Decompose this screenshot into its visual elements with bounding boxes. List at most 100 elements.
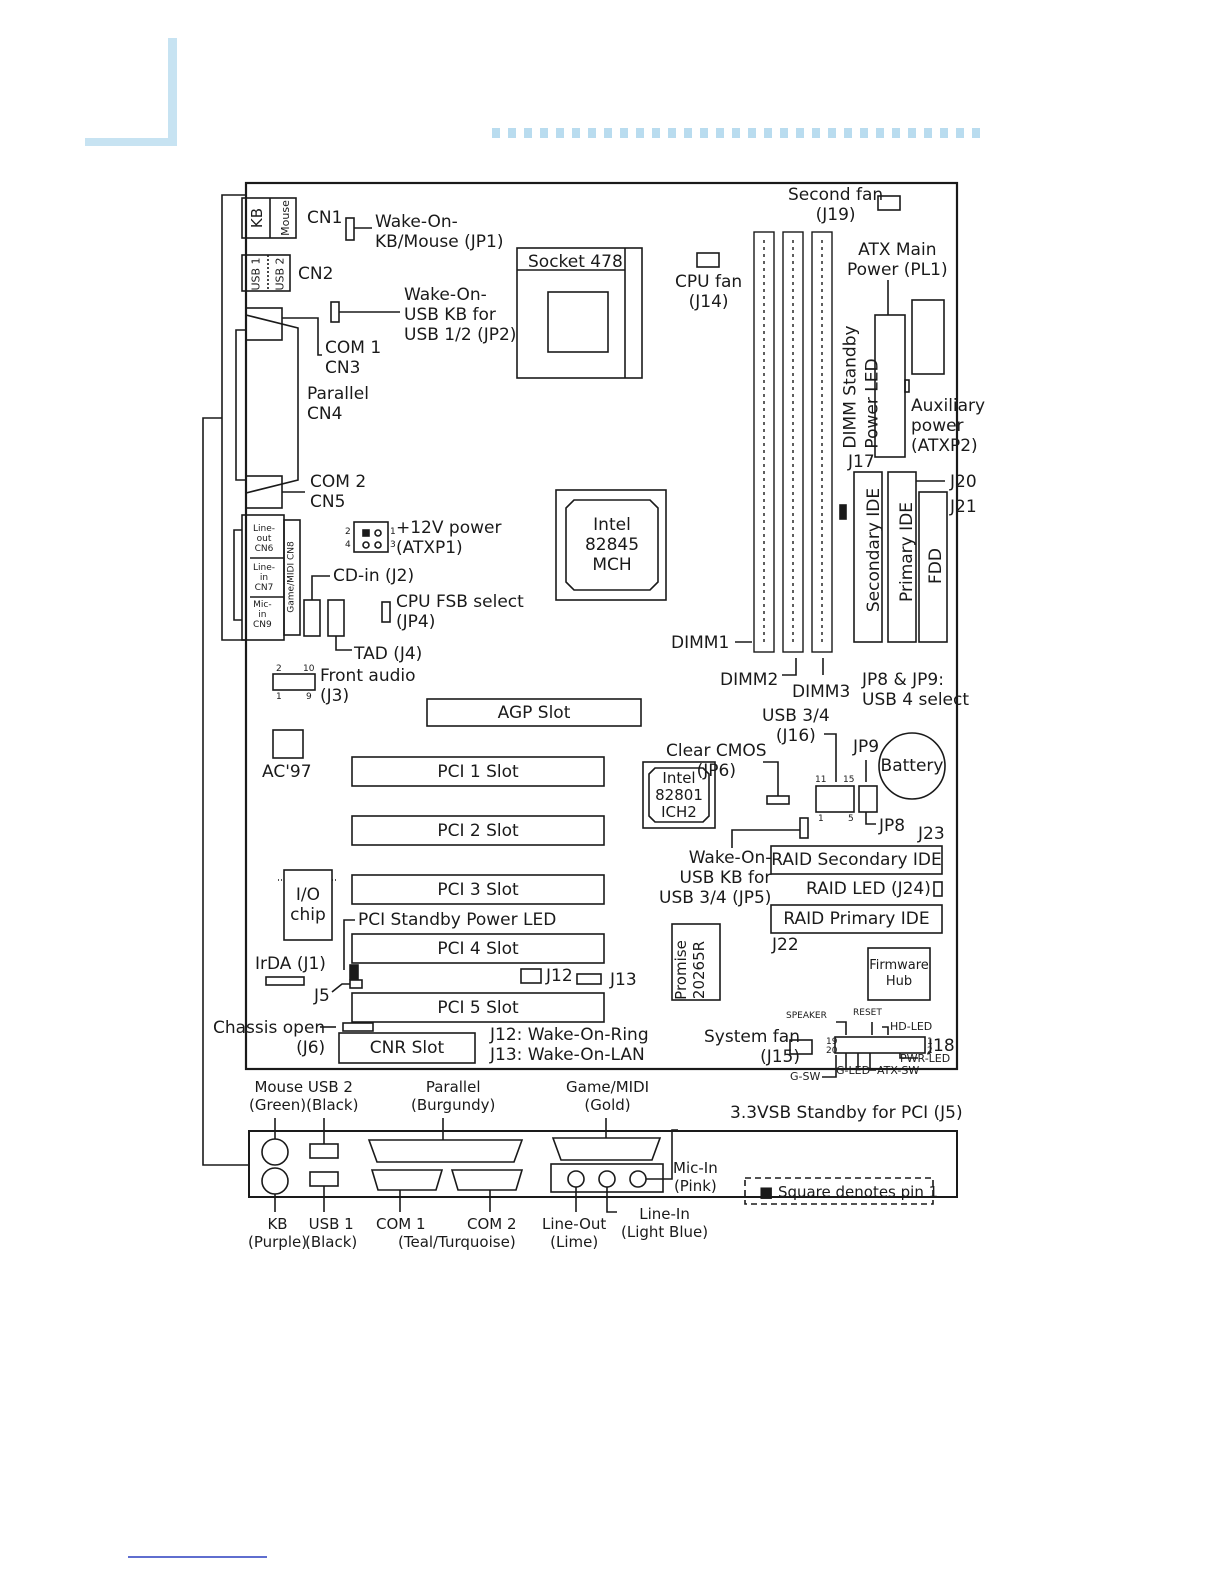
j3-pin10: 10 (303, 664, 315, 674)
pci5-label: PCI 5 Slot (437, 997, 519, 1018)
rear-parallel: Parallel (Burgundy) (411, 1078, 496, 1114)
left-bracket-link (202, 417, 248, 1166)
linein-label: Line- in CN7 (253, 563, 276, 593)
pwr-led-label: PWR-LED (900, 1052, 951, 1065)
usb34-header (815, 785, 855, 813)
pci-led-label: PCI Standby Power LED (358, 910, 557, 930)
j23-label: J23 (918, 824, 945, 844)
tad-connector (327, 599, 345, 637)
pci4-label: PCI 4 Slot (437, 938, 519, 959)
com1-connector (245, 307, 283, 341)
secondary-ide-label: Secondary IDE (864, 487, 885, 613)
rear-vsb-note: 3.3VSB Standby for PCI (J5) (730, 1103, 963, 1123)
jp8-label: JP8 (879, 816, 906, 836)
cn2-label: CN2 (298, 264, 334, 284)
rear-usb1: USB 1 (Black) (305, 1215, 358, 1251)
second-fan-connector (877, 195, 901, 211)
usb2-label: USB 2 (273, 257, 287, 291)
system-fan-label: System fan (J15) (704, 1027, 800, 1067)
agp-slot (426, 698, 642, 727)
usb34-pin15: 15 (843, 775, 855, 785)
legend-label: ■ Square denotes pin 1 (759, 1183, 939, 1201)
page-header-rule (85, 138, 177, 146)
socket-478 (516, 247, 643, 379)
primary-ide-slot (887, 471, 917, 643)
raid-led-label: RAID LED (J24) (806, 879, 931, 899)
agp-label: AGP Slot (497, 702, 571, 723)
mch-label: Intel 82845 MCH (584, 515, 640, 575)
chassis-open-header (342, 1022, 374, 1032)
j13-desc: J13: Wake-On-LAN (490, 1045, 645, 1065)
atxp1-pin3: 3 (390, 540, 396, 550)
atxp1-pin1: 1 (390, 527, 396, 537)
dimm1-label: DIMM1 (671, 633, 730, 653)
jp5-label: Wake-On- USB KB for USB 3/4 (JP5) (659, 848, 772, 908)
ich2-chip (642, 761, 716, 829)
j3-pin9: 9 (306, 692, 312, 702)
usb34-pin11: 11 (815, 775, 827, 785)
j13-connector (576, 973, 602, 985)
chassis-label: Chassis open (J6) (213, 1018, 326, 1058)
cd-in-label: CD-in (J2) (333, 566, 415, 586)
system-fan-connector (789, 1039, 813, 1055)
ich2-label: Intel 82801 ICH2 (655, 768, 703, 821)
usb34-pin1: 1 (818, 814, 824, 824)
cnr-slot (338, 1032, 476, 1064)
atxp1-pin4: 4 (345, 540, 351, 550)
j3-pin2: 2 (276, 664, 282, 674)
usb34-pin5: 5 (848, 814, 854, 824)
io-chip (283, 869, 333, 941)
promise-chip (671, 923, 721, 1001)
cpu-fan-connector (696, 252, 720, 268)
raid-secondary-label: RAID Secondary IDE (771, 850, 942, 870)
rear-line-in: Line-In (Light Blue) (621, 1205, 709, 1241)
dimm-standby-led (839, 504, 847, 520)
dimm-led-label: DIMM Standby Power LED (840, 325, 883, 449)
lineout-label: Line- out CN6 (253, 524, 276, 554)
j18-pin1: 1 (927, 1037, 933, 1047)
raid-primary-ide (770, 904, 943, 934)
front-audio-connector (272, 673, 316, 691)
jp4-jumper (381, 601, 391, 623)
kb-mouse-connector (241, 197, 297, 239)
atx-main-label: ATX Main Power (PL1) (847, 240, 948, 280)
atxp1-label: +12V power (ATXP1) (396, 518, 502, 558)
legend-box (744, 1177, 934, 1205)
cn1-label: CN1 (307, 208, 343, 228)
jp5-jumper (799, 817, 809, 839)
firmware-label: Firmware Hub (869, 958, 929, 989)
j22-label: J22 (772, 935, 799, 955)
pci2-slot (351, 815, 605, 846)
rear-kb: KB (Purple) (248, 1215, 308, 1251)
promise-label: Promise 20265R (671, 940, 708, 1000)
rear-mic-in: Mic-In (Pink) (673, 1159, 718, 1195)
pci1-slot (351, 756, 605, 787)
j18-pin20: 20 (826, 1046, 838, 1056)
com1-cn3-label: COM 1 CN3 (325, 338, 382, 378)
speaker-label: SPEAKER (786, 1011, 827, 1021)
rear-com2: COM 2 (467, 1215, 517, 1233)
battery (878, 732, 946, 800)
second-fan-label: Second fan (J19) (788, 185, 884, 225)
rear-teal: (Teal/Turquoise) (398, 1233, 516, 1251)
jp8-jp9-label: JP8 & JP9: USB 4 select (862, 670, 970, 710)
j17-label: J17 (848, 452, 875, 472)
pci2-label: PCI 2 Slot (437, 820, 519, 841)
page-header-bar (168, 38, 177, 146)
j13-label: J13 (610, 970, 637, 990)
jp9-jumper (858, 785, 878, 813)
dimm3-label: DIMM3 (792, 682, 851, 702)
jp1-jumper (345, 217, 355, 241)
hd-led-label: HD-LED (890, 1020, 933, 1033)
g-sw-label: G-SW (790, 1070, 821, 1083)
atx-sw-label: ATX-SW (877, 1064, 920, 1077)
dimm2-label: DIMM2 (720, 670, 779, 690)
jp2-label: Wake-On- USB KB for USB 1/2 (JP2) (404, 285, 517, 345)
tad-label: TAD (J4) (354, 644, 423, 664)
rear-mouse-usb2: Mouse USB 2 (Green)(Black) (249, 1078, 359, 1114)
jp1-label: Wake-On- KB/Mouse (JP1) (375, 212, 504, 252)
j21-label: J21 (950, 497, 977, 517)
pci1-label: PCI 1 Slot (437, 761, 519, 782)
j5-label: J5 (314, 986, 330, 1006)
clear-cmos-label: Clear CMOS (JP6) (666, 741, 767, 781)
